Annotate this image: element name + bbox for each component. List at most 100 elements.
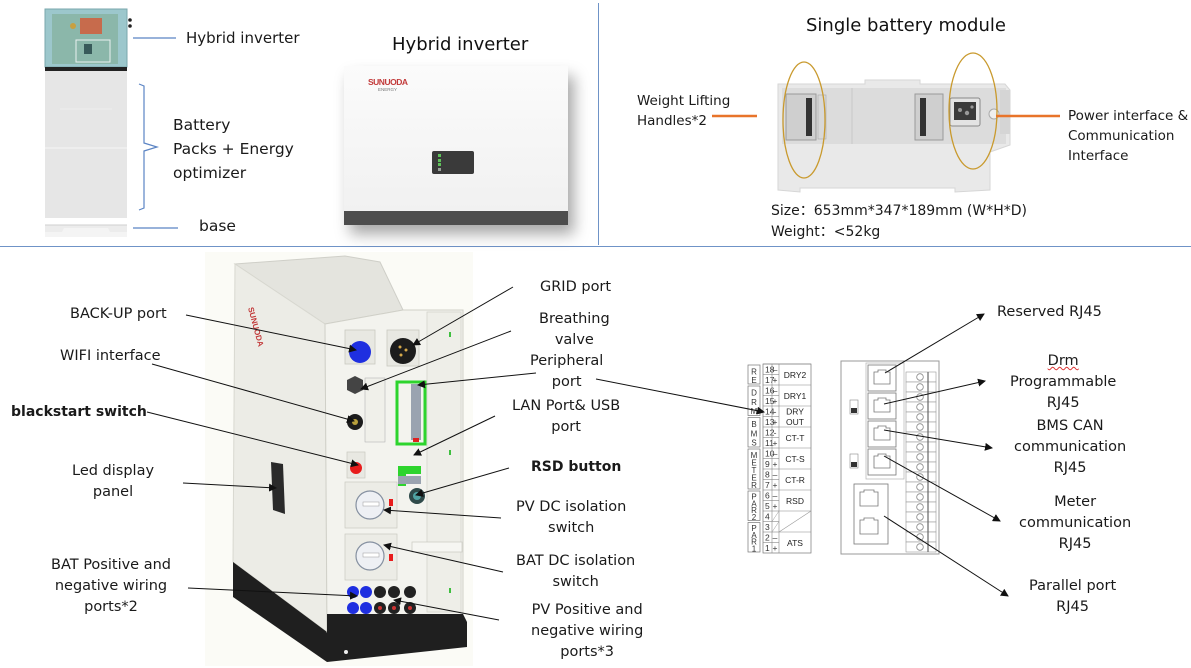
terminal-group-letter: R [751,481,757,490]
label-periph-line1: Peripheral [530,353,604,369]
terminal-group-letter: M [751,451,758,460]
terminal-pin-sign: - [774,428,777,438]
label-pvw-line3: ports*3 [560,644,615,660]
terminal-group-letter: D [751,389,757,398]
terminal-pin-number: 8 [765,470,770,480]
terminal-block-table: REDRMBMSMETERPAR2PAR118–17+16–15+14-13+1… [747,363,812,554]
terminal-empty-cell [778,510,812,533]
comm-port [988,108,1000,120]
terminal-pin-sign: + [773,396,778,406]
terminal-function-label: DRY2 [784,370,807,380]
terminal-group-letter: B [751,420,756,429]
label-drm-rj45: Drm Programmable RJ45 [1010,351,1116,414]
label-hybrid-inverter: Hybrid inverter [186,29,300,47]
stack-inverter-chip [80,18,102,34]
label-grid-port: GRID port [540,279,612,295]
stack-inverter-comp [84,44,92,54]
label-battery-line1: Battery [173,116,231,134]
terminal-pin-sign: + [773,417,778,427]
terminal-pin-number: 16 [765,386,775,396]
terminal-group-letter: 1 [752,545,757,554]
terminal-group-letter: P [751,524,756,533]
label-par-line1: Parallel port [1029,578,1117,594]
label-breath-line1: Breathing [539,311,610,327]
label-bat-wiring-ports: BAT Positive and negative wiring ports*2 [51,555,171,618]
terminal-group-letter: P [751,492,756,501]
terminal-pin-number: 12 [765,428,775,438]
battery-weight-spec: Weight：<52kg [771,224,881,240]
terminal-pin-number: 6 [765,491,770,501]
battery-size-spec: Size：653mm*347*189mm (W*H*D) [771,203,1027,219]
label-bms-line2: communication [1014,439,1127,455]
battery-module-title: Single battery module [806,15,1006,36]
terminal-pin-number: 5 [765,501,770,511]
terminal-group-letter: E [751,458,756,467]
terminal-pin-number: 7 [765,480,770,490]
label-pv-dc-switch: PV DC isolation switch [516,497,626,539]
backup-port [349,341,371,363]
battery-module-illustration [777,79,1011,193]
label-lifting-handles-line2: Handles*2 [637,113,707,129]
device-base-side [233,562,327,662]
terminal-pin-number: 9 [765,459,770,469]
terminal-group-letter: S [751,438,756,447]
terminal-pin-sign: + [773,480,778,490]
inverter-bottom-band [344,211,568,225]
label-breathing-valve: Breathing valve [539,309,610,351]
terminal-group-letter: M [751,429,758,438]
inverter-led-panel [432,151,474,174]
stack-separator [45,67,127,71]
terminal-group-letter: M [751,407,758,416]
label-lan-usb-port: LAN Port& USB port [512,396,620,438]
terminal-group-box [747,490,761,521]
label-bms-can-rj45: BMS CAN communication RJ45 [1014,416,1126,479]
rj45-board [840,360,940,555]
label-power-line2: Communication [1068,128,1175,144]
blackstart-switch [350,462,362,474]
terminal-pin-sign: + [773,375,778,385]
terminal-pin-sign: – [773,533,778,543]
stack-battery-packs [45,71,127,218]
label-lifting-handles: Weight Lifting Handles*2 [637,91,730,131]
label-batsw-line2: switch [552,574,599,590]
label-parallel-rj45: Parallel port RJ45 [1029,576,1116,618]
terminal-group-letter: E [751,376,756,385]
terminal-pin-number: 14 [765,407,775,417]
terminal-pin-sign: + [773,438,778,448]
terminal-function-label: CT-S [785,454,805,464]
terminal-group-letter: R [751,398,757,407]
label-bms-line3: RJ45 [1053,460,1087,476]
label-meter-line3: RJ45 [1058,536,1092,552]
label-battery-line2: Packs + Energy [173,140,294,158]
hybrid-inverter-image: SUNUODA ENERGY [344,66,568,225]
terminal-group-letter: E [751,474,756,483]
stack-inverter-module [75,39,111,63]
label-power-line1: Power interface & [1068,108,1189,124]
terminal-function-label: DRY [786,407,804,417]
terminal-group-letter: R [751,538,757,547]
label-wifi-interface: WIFI interface [60,348,161,364]
label-bat-dc-switch: BAT DC isolation switch [516,551,635,593]
hybrid-inverter-title: Hybrid inverter [392,34,529,55]
inverter-status-led [438,167,441,171]
terminal-group-letter: A [751,531,757,540]
terminal-function-label: RSD [786,496,804,506]
terminal-pin-number: 11 [765,438,774,448]
label-drm-line3: RJ45 [1046,395,1080,411]
terminal-pin-number: 3 [765,522,770,532]
label-lan-line1: LAN Port& USB [512,398,621,414]
label-rsd-button: RSD button [531,459,622,475]
label-base: base [199,217,236,235]
terminal-group-box [747,448,761,490]
label-peripheral-port: Peripheral port [530,351,603,393]
label-batsw-line1: BAT DC isolation [516,553,636,569]
system-stack-illustration [44,8,132,237]
dip-switch-sw2 [849,399,859,415]
terminal-function-label: CT-T [786,433,805,443]
label-bat-line2: negative wiring [54,578,168,594]
inverter-status-led [438,154,441,157]
label-pvw-line1: PV Positive and [531,602,643,618]
label-blackstart-switch: blackstart switch [11,404,147,420]
label-pvsw-line2: switch [548,520,595,536]
device-vent-column [426,311,462,613]
